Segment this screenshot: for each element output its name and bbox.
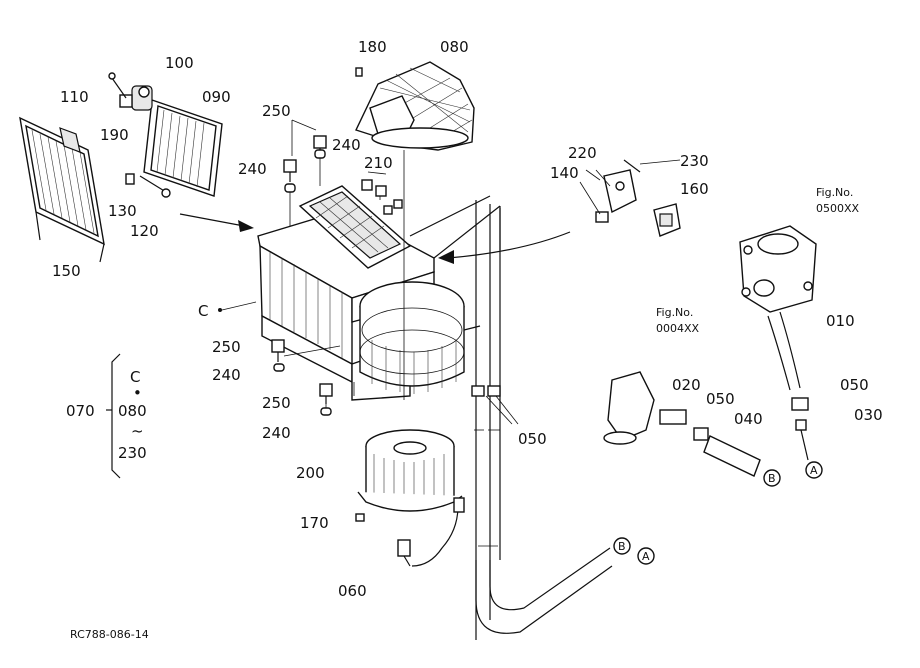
ref-a-engine: A bbox=[810, 464, 818, 477]
fig-number-1: 0500XX bbox=[816, 202, 860, 215]
label-190: 190 bbox=[100, 126, 129, 144]
ref-a-hose: A bbox=[642, 550, 650, 563]
label-240-top-left: 240 bbox=[238, 160, 267, 178]
ref-b-hose: B bbox=[618, 540, 626, 553]
label-050-hoses: 050 bbox=[518, 430, 547, 448]
label-250-low: 250 bbox=[262, 394, 291, 412]
flow-arrow-left bbox=[179, 213, 254, 232]
label-230: 230 bbox=[680, 152, 709, 170]
label-140: 140 bbox=[550, 164, 579, 182]
pipe-130-120 bbox=[125, 173, 171, 198]
bolts-lower bbox=[271, 339, 333, 416]
clips-210 bbox=[361, 171, 403, 215]
drawing-code: RC788-086-14 bbox=[70, 628, 149, 641]
label-090: 090 bbox=[202, 88, 231, 106]
group-dot: • bbox=[133, 384, 142, 402]
label-220: 220 bbox=[568, 144, 597, 162]
label-050-fitting: 050 bbox=[706, 390, 735, 408]
screw-170 bbox=[355, 513, 365, 522]
fig-label-1: Fig.No. bbox=[816, 186, 853, 199]
engine-housing bbox=[739, 225, 817, 313]
label-c: C bbox=[198, 302, 208, 320]
ref-circles bbox=[613, 461, 823, 565]
label-250-top: 250 bbox=[262, 102, 291, 120]
label-170: 170 bbox=[300, 514, 329, 532]
label-120: 120 bbox=[130, 222, 159, 240]
blower-fan-200 bbox=[357, 429, 463, 512]
label-080: 080 bbox=[440, 38, 469, 56]
label-160: 160 bbox=[680, 180, 709, 198]
fig-number-2: 0004XX bbox=[656, 322, 700, 335]
c-marker-dot bbox=[218, 308, 222, 312]
screw-180 bbox=[355, 67, 363, 77]
label-030: 030 bbox=[854, 406, 883, 424]
label-100: 100 bbox=[165, 54, 194, 72]
label-110: 110 bbox=[60, 88, 89, 106]
label-240-top-right: 240 bbox=[332, 136, 361, 154]
thermostat-parts bbox=[579, 159, 681, 237]
fitting-assembly bbox=[603, 371, 761, 477]
group-230: 230 bbox=[118, 444, 147, 462]
label-240-mid: 240 bbox=[212, 366, 241, 384]
label-130: 130 bbox=[108, 202, 137, 220]
valve-100 bbox=[108, 72, 153, 111]
label-060: 060 bbox=[338, 582, 367, 600]
group-080: 080 bbox=[118, 402, 147, 420]
label-250-mid: 250 bbox=[212, 338, 241, 356]
label-050-right: 050 bbox=[840, 376, 869, 394]
label-210: 210 bbox=[364, 154, 393, 172]
fig-label-2: Fig.No. bbox=[656, 306, 693, 319]
heater-core-090 bbox=[143, 99, 223, 197]
group-c: C bbox=[130, 368, 140, 386]
label-010: 010 bbox=[826, 312, 855, 330]
label-020: 020 bbox=[672, 376, 701, 394]
label-040: 040 bbox=[734, 410, 763, 428]
harness-060 bbox=[397, 497, 465, 567]
group-bracket-070 bbox=[106, 353, 121, 479]
label-180: 180 bbox=[358, 38, 387, 56]
label-240-low: 240 bbox=[262, 424, 291, 442]
ref-b-fitting: B bbox=[768, 472, 776, 485]
condenser-150 bbox=[19, 116, 105, 263]
label-200: 200 bbox=[296, 464, 325, 482]
bolts-top bbox=[283, 119, 327, 193]
label-070: 070 bbox=[66, 402, 95, 420]
group-tilde: ~ bbox=[131, 422, 144, 440]
air-cover-080 bbox=[355, 61, 475, 151]
drain-hoses bbox=[471, 200, 613, 640]
flow-arrow-right bbox=[438, 231, 571, 264]
label-150: 150 bbox=[52, 262, 81, 280]
hose-010 bbox=[767, 311, 809, 461]
hvac-housing bbox=[257, 185, 501, 401]
